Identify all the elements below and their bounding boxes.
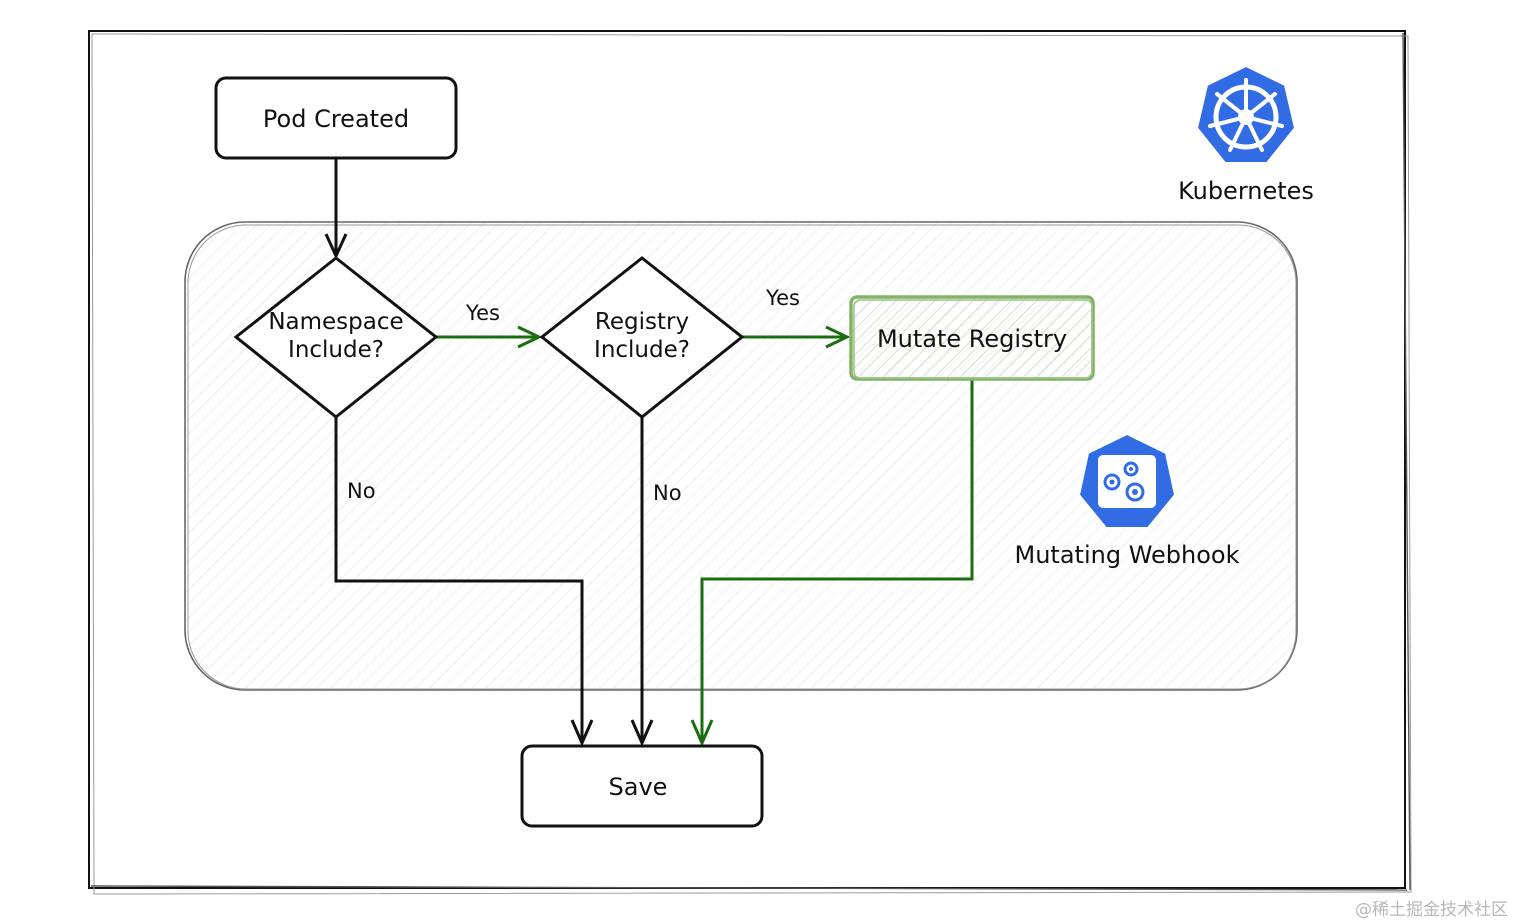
kubernetes-helm-icon: [1195, 64, 1297, 164]
edge-namespace-yes: [436, 325, 543, 349]
node-save-label: Save: [609, 773, 668, 801]
mutating-webhook-logo: Mutating Webhook: [1015, 432, 1240, 569]
watermark: @稀土掘金技术社区: [1355, 900, 1508, 920]
kubernetes-logo: Kubernetes: [1178, 64, 1314, 205]
namespace-no-label: No: [347, 479, 376, 503]
node-pod-created-label: Pod Created: [263, 105, 409, 133]
registry-no-label: No: [653, 481, 682, 505]
node-mutate-registry: Mutate Registry: [849, 295, 1095, 381]
registry-label-line2: Include?: [594, 337, 690, 363]
namespace-yes-label: Yes: [465, 301, 500, 325]
registry-label-line1: Registry: [595, 309, 689, 335]
node-namespace-include: Namespace Include?: [233, 256, 439, 419]
namespace-label-line2: Include?: [288, 337, 384, 363]
mutating-webhook-label: Mutating Webhook: [1015, 541, 1240, 569]
edge-mutate-to-save: [690, 380, 974, 747]
edge-pod-to-namespace: [324, 158, 348, 260]
kubernetes-label: Kubernetes: [1178, 177, 1314, 205]
node-save: Save: [520, 744, 764, 828]
edge-registry-yes: [742, 325, 851, 349]
edge-registry-no: [630, 417, 654, 747]
node-registry-include: Registry Include?: [539, 256, 745, 419]
node-mutate-registry-label: Mutate Registry: [877, 325, 1067, 353]
node-pod-created: Pod Created: [214, 76, 458, 160]
registry-yes-label: Yes: [765, 286, 800, 310]
namespace-label-line1: Namespace: [268, 309, 403, 335]
mutating-webhook-gears-icon: [1077, 432, 1177, 529]
edge-namespace-no: [334, 417, 594, 747]
